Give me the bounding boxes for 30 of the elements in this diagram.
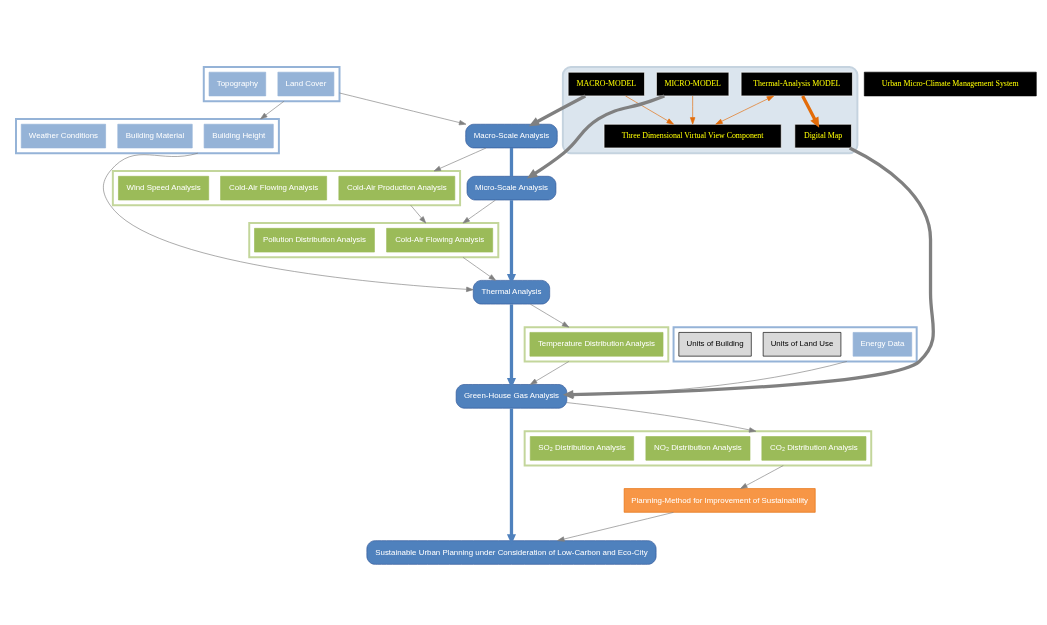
cluster — [523, 325, 670, 362]
arrow — [801, 94, 820, 128]
cluster — [15, 117, 280, 154]
arrow — [339, 92, 467, 125]
arrow — [462, 199, 496, 223]
arrow — [506, 199, 516, 284]
cluster — [111, 169, 462, 206]
arrow — [740, 464, 784, 489]
arrow — [528, 94, 587, 126]
connector — [509, 147, 514, 176]
arrow — [506, 303, 516, 388]
cluster — [202, 65, 341, 102]
arrow — [260, 100, 285, 119]
arrow — [526, 93, 665, 178]
arrow — [690, 95, 696, 125]
cluster — [672, 325, 918, 362]
arrow — [566, 401, 757, 432]
arrow — [103, 152, 474, 292]
arrow — [715, 95, 774, 125]
arrow — [557, 511, 674, 542]
cluster — [523, 429, 873, 466]
arrow — [433, 147, 487, 171]
arrow — [530, 303, 570, 327]
arrow — [529, 360, 570, 385]
arrow — [625, 95, 674, 125]
arrow — [506, 407, 516, 545]
arrow — [462, 256, 496, 281]
cluster — [248, 221, 500, 258]
cluster — [561, 65, 859, 154]
arrow — [410, 204, 427, 223]
